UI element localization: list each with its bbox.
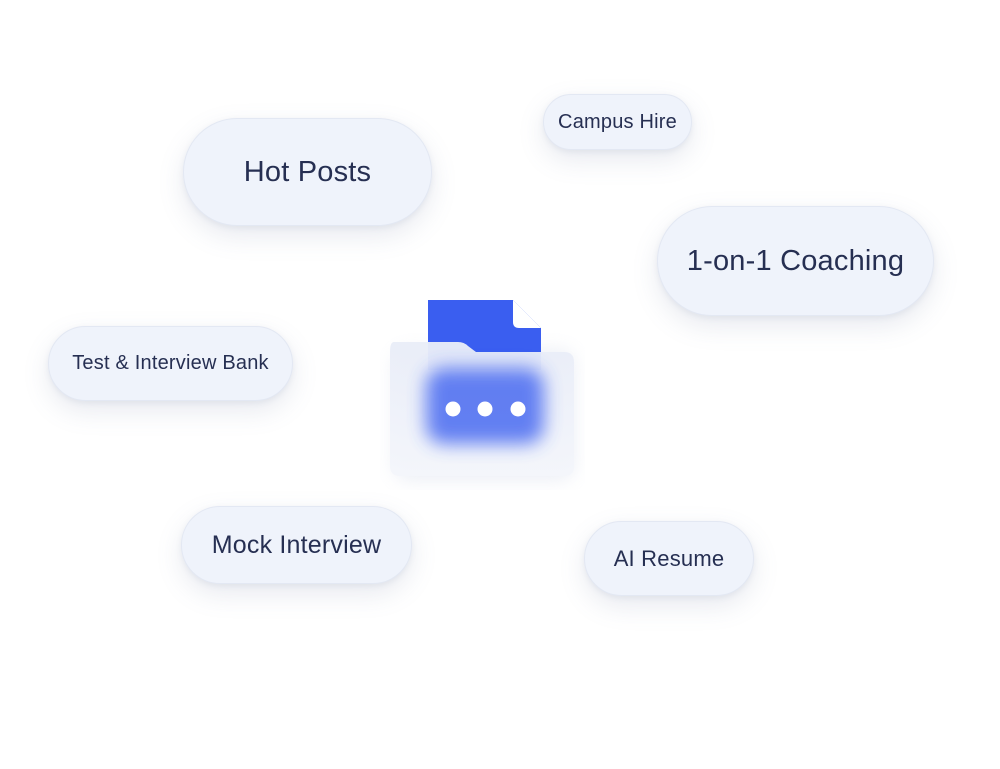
mock-interview-tag[interactable]: Mock Interview — [181, 506, 412, 584]
hot-posts-tag[interactable]: Hot Posts — [183, 118, 432, 226]
ai-resume-tag[interactable]: AI Resume — [584, 521, 754, 596]
coaching-tag[interactable]: 1-on-1 Coaching — [657, 206, 934, 316]
folder-document-icon — [380, 290, 585, 490]
test-interview-bank-tag[interactable]: Test & Interview Bank — [48, 326, 293, 401]
more-dots-icon — [445, 401, 526, 417]
campus-hire-tag[interactable]: Campus Hire — [543, 94, 692, 150]
